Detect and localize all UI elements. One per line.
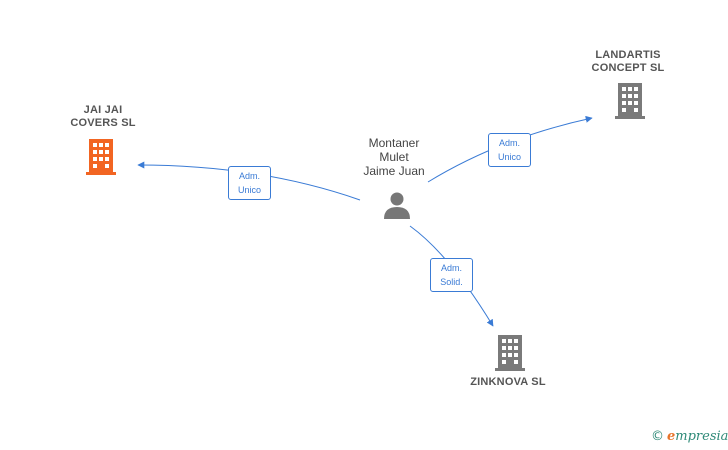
copyright-icon: © xyxy=(651,429,664,444)
building-icon-jaijai[interactable] xyxy=(85,139,117,175)
company-label-zinknova[interactable]: ZINKNOVA SL xyxy=(470,376,546,388)
relation-label-jaijai: Adm. Unico xyxy=(228,166,271,200)
empresia-watermark: ©empresia xyxy=(651,429,728,444)
building-icon-zinknova[interactable] xyxy=(494,335,526,371)
watermark-rest: mpresia xyxy=(675,429,728,444)
relation-label-zinknova: Adm. Solid. xyxy=(430,258,473,292)
company-label-jaijai[interactable]: JAI JAI COVERS SL xyxy=(70,104,136,129)
company-label-landartis[interactable]: LANDARTIS CONCEPT SL xyxy=(591,49,665,74)
building-icon-landartis[interactable] xyxy=(614,83,646,119)
relation-label-landartis: Adm. Unico xyxy=(488,133,531,167)
person-name[interactable]: Montaner Mulet Jaime Juan xyxy=(363,136,425,178)
watermark-first-letter: e xyxy=(667,429,676,444)
person-icon[interactable] xyxy=(382,190,412,220)
